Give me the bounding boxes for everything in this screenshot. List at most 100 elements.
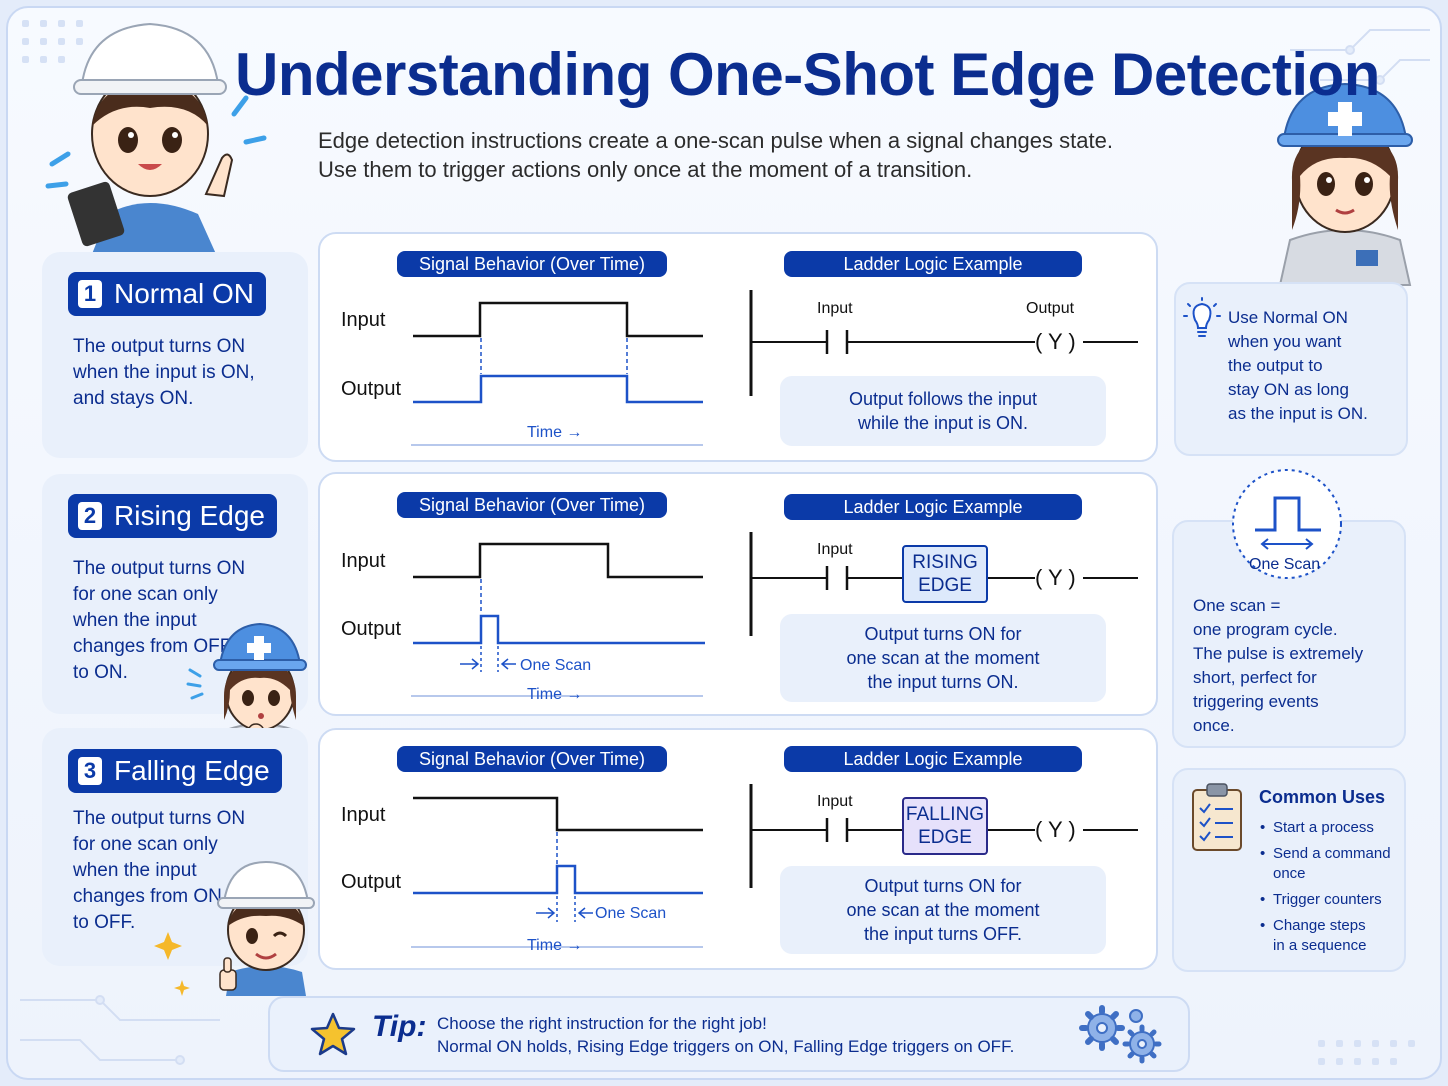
signal-behavior-header: Signal Behavior (Over Time): [397, 492, 667, 518]
common-uses-item: •Send a command once: [1260, 845, 1391, 882]
step-number: 2: [78, 502, 102, 530]
description-line: The output turns ON: [73, 336, 246, 357]
output-coil: ( Y ): [1035, 817, 1076, 842]
decorative-dots-bottom-right: [1318, 1040, 1428, 1070]
output-pulse-waveform: [413, 614, 705, 645]
output-coil: ( Y ): [1035, 329, 1076, 354]
common-uses-item: •Start a process: [1260, 819, 1374, 836]
output-signal-label: Output: [341, 871, 402, 893]
explanation-line: Output turns ON for: [864, 624, 1022, 644]
description-line: for one scan only: [73, 584, 218, 605]
normal-on-description: The output turns ON when the input is ON…: [73, 334, 255, 412]
contact-label: Input: [817, 793, 853, 810]
one-scan-line: The pulse is extremely: [1193, 644, 1364, 663]
description-line: to ON.: [73, 662, 128, 683]
step-title: Normal ON: [114, 278, 255, 309]
tip-line: the output to: [1228, 356, 1323, 375]
signal-behavior-header: Signal Behavior (Over Time): [397, 746, 667, 772]
normal-on-tip-text: Use Normal ON when you want the output t…: [1228, 306, 1368, 426]
common-uses-list: •Start a process •Send a command once •T…: [1260, 818, 1400, 956]
common-uses-item: •Change steps in a sequence: [1260, 917, 1367, 954]
common-uses-item-label: Change steps in a sequence: [1273, 917, 1367, 954]
normal-on-badge: 1 Normal ON: [68, 272, 267, 316]
explanation-line: Output follows the input: [848, 389, 1038, 409]
falling-edge-description: The output turns ON for one scan only wh…: [73, 806, 245, 936]
description-line: changes from ON: [73, 886, 222, 907]
description-line: for one scan only: [73, 834, 218, 855]
description-line: when the input: [73, 860, 197, 881]
one-scan-line: triggering events: [1193, 692, 1319, 711]
rising-edge-description: The output turns ON for one scan only wh…: [73, 556, 245, 686]
edge-box-line: RISING: [912, 552, 978, 573]
engineer-mascot-pointing: [45, 22, 267, 254]
output-waveform: [413, 374, 703, 404]
contact-label: Input: [817, 300, 853, 317]
clipboard-checklist-icon: [1192, 783, 1242, 851]
description-line: when the input: [73, 610, 197, 631]
time-axis-label: Time →: [527, 937, 583, 954]
rising-edge-instruction-box: RISING EDGE: [902, 545, 988, 603]
one-scan-icon-label: One Scan: [1249, 556, 1321, 573]
engineer-mascot-right: [1277, 82, 1413, 286]
common-uses-item-label: Trigger counters: [1273, 891, 1382, 908]
input-signal-label: Input: [341, 309, 386, 331]
page-subtitle: Edge detection instructions create a one…: [318, 126, 1178, 184]
falling-edge-badge: 3 Falling Edge: [68, 749, 282, 793]
lightbulb-icon: [1183, 297, 1221, 337]
description-line: changes from OFF: [73, 636, 232, 657]
one-scan-pulse-icon: [1232, 469, 1342, 579]
ladder-logic-header: Ladder Logic Example: [784, 251, 1082, 277]
engineer-mascot-thumbs-up: [154, 860, 315, 996]
description-line: The output turns ON: [73, 558, 246, 579]
ladder-logic-header: Ladder Logic Example: [784, 494, 1082, 520]
description-line: to OFF.: [73, 912, 136, 933]
tip-line: Use Normal ON: [1228, 308, 1348, 327]
tip-line-2: Normal ON holds, Rising Edge triggers on…: [437, 1037, 1015, 1056]
output-signal-label: Output: [341, 378, 402, 400]
gears-icon: [1079, 1005, 1162, 1064]
output-pulse-waveform: [413, 864, 703, 895]
output-coil: ( Y ): [1035, 565, 1076, 590]
tip-line: stay ON as long: [1228, 380, 1349, 399]
falling-edge-instruction-box: FALLING EDGE: [902, 797, 988, 855]
description-line: when the input is ON,: [73, 362, 255, 383]
one-scan-text: One scan = one program cycle. The pulse …: [1193, 594, 1363, 738]
common-uses-item: •Trigger counters: [1260, 891, 1382, 908]
explanation-line: the input turns OFF.: [863, 924, 1023, 944]
one-scan-line: one program cycle.: [1193, 620, 1338, 639]
edge-box-line: EDGE: [918, 575, 972, 596]
subtitle-line: Edge detection instructions create a one…: [318, 128, 1113, 153]
one-scan-line: once.: [1193, 716, 1235, 735]
common-uses-title: Common Uses: [1259, 787, 1386, 807]
rising-edge-badge: 2 Rising Edge: [68, 494, 277, 538]
explanation-line: one scan at the moment: [846, 648, 1040, 668]
tip-label: Tip:: [372, 1010, 427, 1043]
subtitle-line: Use them to trigger actions only once at…: [318, 157, 973, 182]
circuit-decoration-top-right: [1290, 29, 1430, 85]
common-uses-item-label: Start a process: [1273, 819, 1374, 836]
one-scan-label: One Scan: [520, 657, 592, 674]
explanation-line: Output turns ON for: [864, 876, 1022, 896]
step-title: Falling Edge: [114, 755, 270, 786]
step-number: 1: [78, 280, 102, 308]
time-axis-label: Time →: [527, 424, 583, 441]
star-icon: [310, 1012, 356, 1056]
contact-label: Input: [817, 541, 853, 558]
input-waveform: [413, 796, 703, 832]
page-title: Understanding One-Shot Edge Detection: [235, 41, 1380, 108]
explanation-line: while the input is ON.: [857, 413, 1029, 433]
circuit-decoration-bottom-left: [20, 995, 220, 1065]
input-signal-label: Input: [341, 804, 386, 826]
one-scan-label: One Scan: [595, 905, 667, 922]
decorative-dots-top-left: [22, 20, 92, 80]
coil-label: Output: [1026, 300, 1075, 317]
rising-edge-explanation: Output turns ON for one scan at the mome…: [780, 614, 1106, 702]
ladder-logic-header: Ladder Logic Example: [784, 746, 1082, 772]
description-line: The output turns ON: [73, 808, 246, 829]
step-number: 3: [78, 757, 102, 785]
